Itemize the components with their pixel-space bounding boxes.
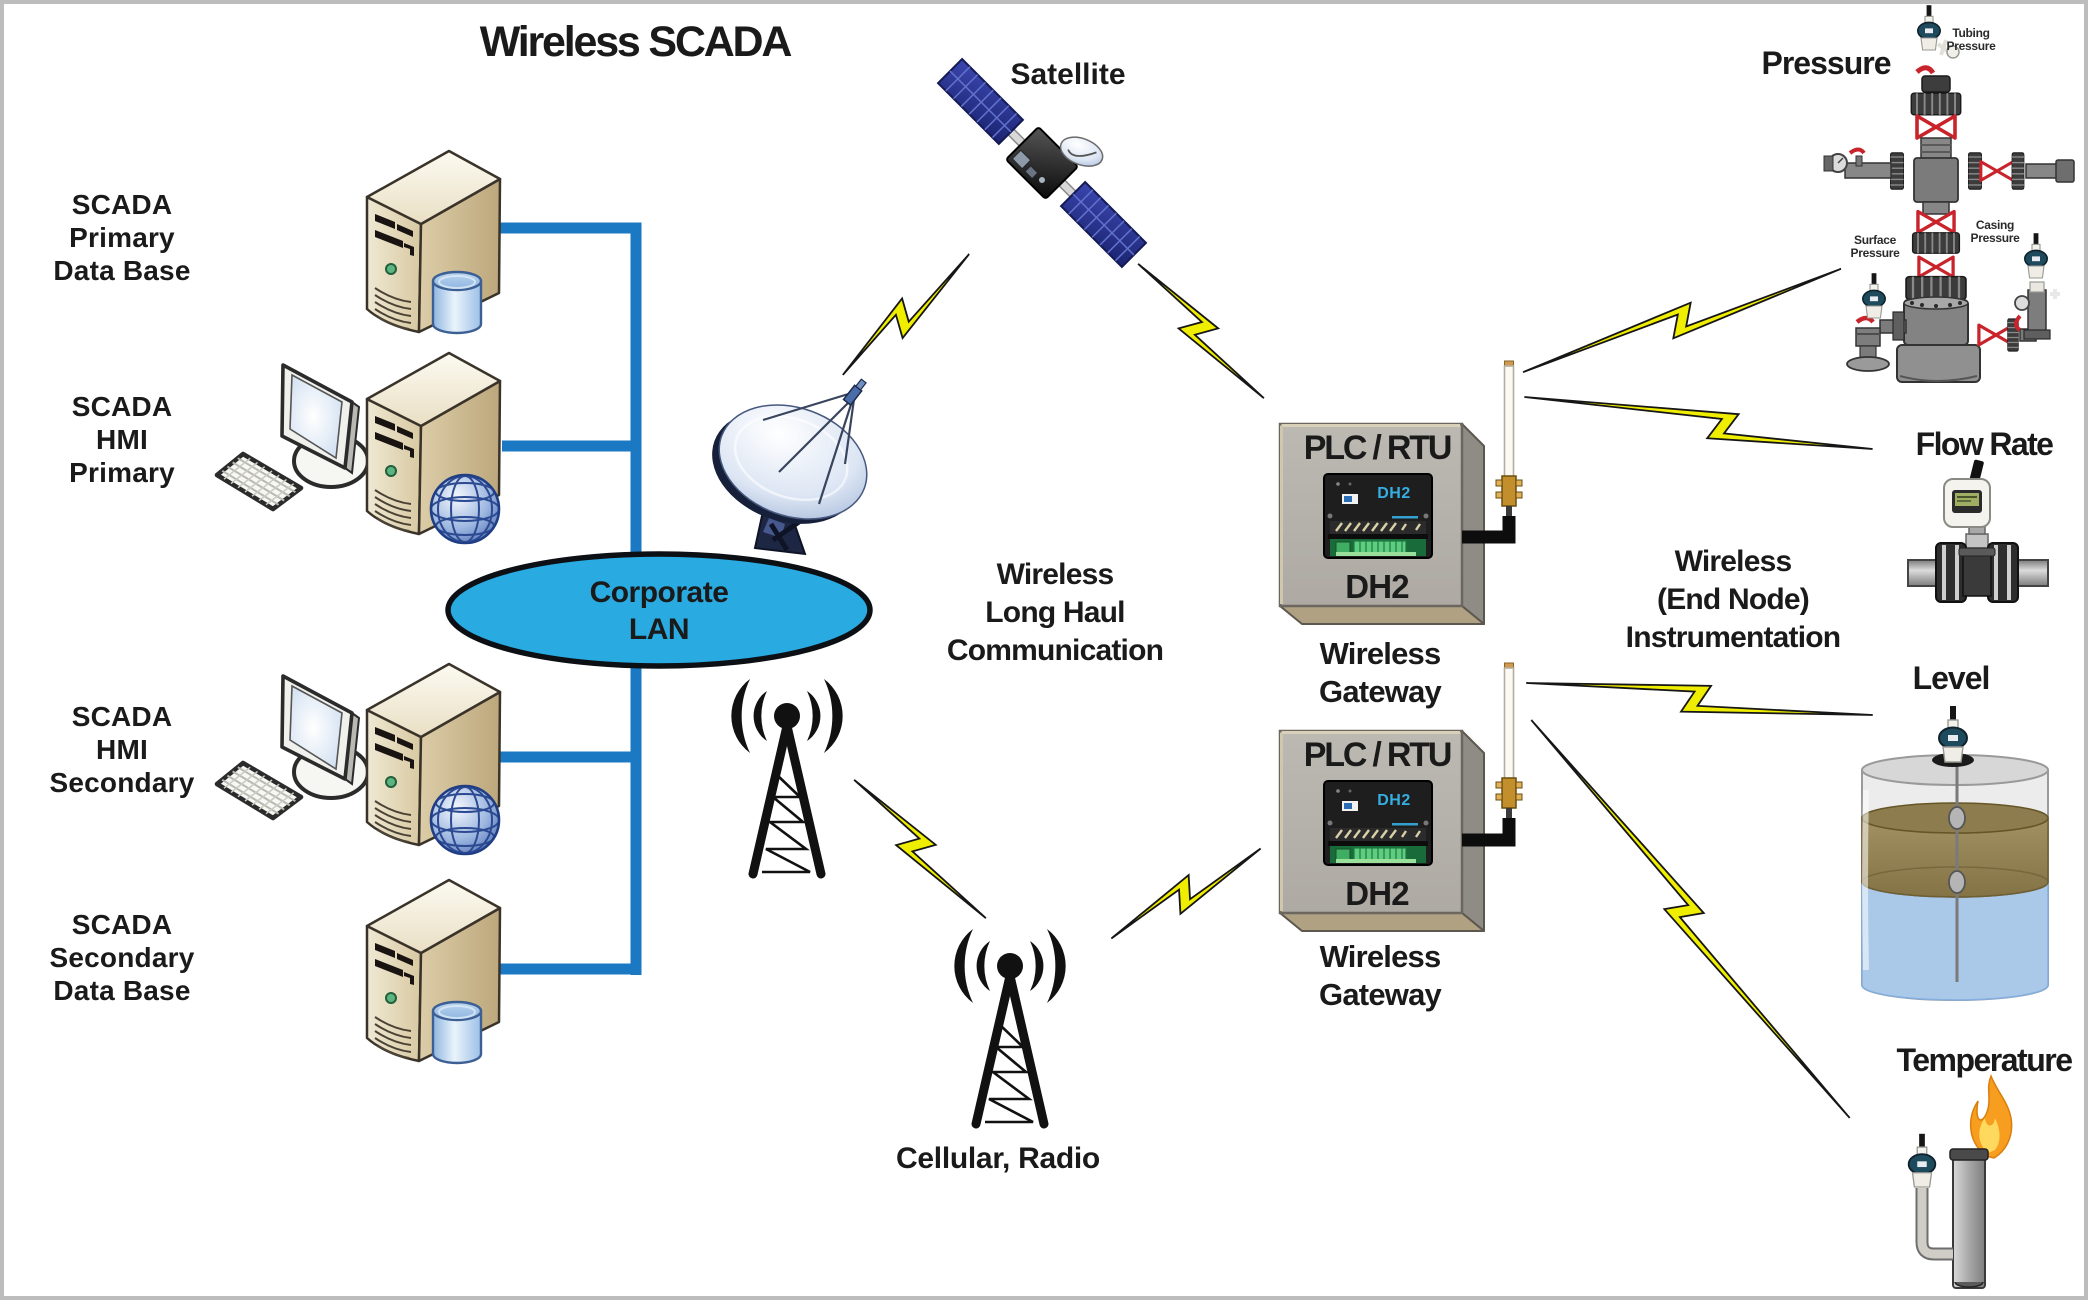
satellite-dish-icon [712, 378, 868, 556]
temperature-icon [1907, 1075, 2013, 1289]
gateway-1-device-brand: DH2 [1377, 485, 1411, 502]
server-scada-primary-db [365, 149, 502, 335]
flow-meter-icon [1907, 459, 2049, 603]
workstation-scada-hmi-primary [217, 351, 502, 543]
gateway-2-device-brand: DH2 [1377, 792, 1411, 809]
server-scada-secondary-db [365, 878, 502, 1065]
workstation-scada-hmi-secondary [217, 662, 502, 854]
cellular-tower-icon [954, 929, 1065, 1124]
lightning-bolt-icon [1524, 396, 1873, 450]
gateway-2-box [1278, 662, 1523, 933]
label-level: Level [1912, 660, 1991, 696]
gateway-1-plc-rtu-label: PLC / RTU [1303, 429, 1453, 467]
wireless-links [842, 253, 1873, 1119]
lightning-bolt-icon [842, 253, 970, 376]
label-pressure: Pressure [1761, 45, 1892, 81]
label-cellular-radio: Cellular, Radio [896, 1142, 1100, 1175]
gateway-2-plc-rtu-label: PLC / RTU [1303, 736, 1453, 774]
label-flow-rate: Flow Rate [1915, 426, 2054, 462]
lightning-bolt-icon [1110, 847, 1262, 940]
label-satellite: Satellite [1010, 58, 1126, 91]
gateway-1-model-label: DH2 [1345, 568, 1409, 605]
label-temperature: Temperature [1896, 1042, 2073, 1078]
diagram-title: Wireless SCADA [479, 18, 793, 66]
radio-tower-icon [731, 679, 842, 874]
label-end-node-instrumentation: Wireless(End Node)Instrumentation [1625, 545, 1841, 654]
lightning-bolt-icon [1137, 263, 1265, 399]
corporate-lan-ellipse [445, 551, 873, 669]
lightning-bolt-icon [1530, 719, 1851, 1119]
wellhead-icon [1823, 4, 2075, 383]
satellite-icon [936, 57, 1148, 269]
level-tank-icon [1861, 705, 2049, 1001]
lightning-bolt-icon [1526, 682, 1873, 716]
gateway-2-model-label: DH2 [1345, 875, 1409, 912]
lightning-bolt-icon [853, 779, 987, 919]
lightning-bolt-icon [1522, 267, 1842, 374]
gateway-1-box [1278, 360, 1523, 626]
